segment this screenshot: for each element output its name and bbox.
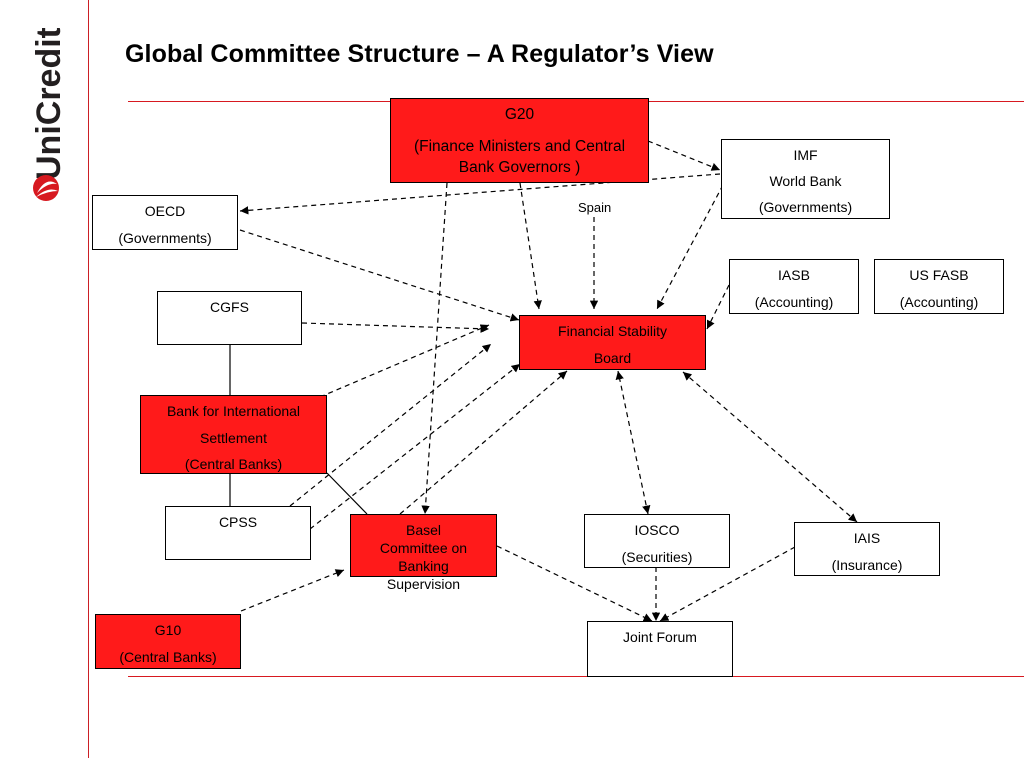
node-imf-line2: World Bank [769,173,842,189]
arrow-cpss-fsb [289,343,492,507]
node-cgfs: CGFS [157,291,302,345]
arrow-iasb-fsb [706,284,730,330]
arrow-g20-fsb [519,182,542,310]
node-fsb: Financial Stability Board [519,315,706,370]
node-basel-line4: Supervision [386,576,461,592]
logo-emblem-icon [33,175,59,201]
node-fsb-line2: Board [593,349,632,366]
node-basel: Basel Committee on Banking Supervision [350,514,497,592]
node-oecd-line2: (Governments) [118,229,212,246]
node-basel-line3: Banking [398,558,449,574]
node-g20-title: G20 [504,106,535,123]
node-g20: G20 (Finance Ministers and Central Bank … [390,98,649,183]
node-imf-line3: (Governments) [758,199,853,215]
node-g20-line2: (Finance Ministers and Central [413,138,626,155]
spain-label: Spain [578,200,612,215]
node-iais: IAIS (Insurance) [794,522,940,576]
node-oecd-title: OECD [144,203,186,219]
node-g20-spacer [391,125,648,136]
arrow-iais-fsb [682,371,858,523]
node-iosco-line2: (Securities) [621,548,693,565]
node-iosco: IOSCO (Securities) [584,514,730,568]
node-iais-title: IAIS [853,530,881,546]
node-bis-line2: Settlement [200,429,267,446]
arrow-cgfs-fsb [301,322,490,333]
node-basel-line2: Committee on [379,540,468,556]
arrow-iosco-fsb [615,370,651,515]
node-cpss: CPSS [165,506,311,560]
node-joint-forum: Joint Forum [587,621,733,677]
arrow-basel-fsb [399,370,568,515]
node-iosco-title: IOSCO [634,522,680,538]
node-usfasb-title: US FASB [909,267,969,283]
node-bis-title: Bank for International [166,403,301,419]
arrow-g20-basel [421,182,448,515]
node-g10-title: G10 [154,622,182,638]
node-iasb-title: IASB [778,267,810,283]
node-oecd: OECD (Governments) [92,195,238,250]
node-iais-line2: (Insurance) [831,556,903,573]
arrow-oecd-fsb [239,229,520,322]
arrow-cpss-fsb-2 [309,363,521,530]
arrow-basel-jointforum [496,545,653,622]
arrow-g10-basel [240,569,345,612]
unicredit-logo: UniCredit [4,27,84,208]
node-joint-forum-title: Joint Forum [623,629,697,645]
node-g20-line3: Bank Governors ) [458,159,581,176]
node-cpss-title: CPSS [218,514,258,530]
node-bis-line3: (Central Banks) [184,456,283,472]
arrow-g20-imf [647,140,721,171]
node-imf: IMF World Bank (Governments) [721,139,890,219]
logo-wordmark: UniCredit [30,28,68,180]
node-fsb-title: Financial Stability [558,323,667,339]
bottom-rule [128,676,1024,677]
left-rule [88,0,89,758]
slide-title: Global Committee Structure – A Regulator… [125,40,714,68]
arrow-bis-fsb [319,324,490,398]
node-g10: G10 (Central Banks) [95,614,241,669]
node-basel-title: Basel [405,522,442,538]
link-bis-basel [326,472,368,515]
node-g10-line2: (Central Banks) [119,648,217,665]
node-usfasb-line2: (Accounting) [899,293,979,310]
node-usfasb: US FASB (Accounting) [874,259,1004,314]
node-bis: Bank for International Settlement (Centr… [140,395,327,474]
node-iasb-line2: (Accounting) [754,293,834,310]
node-imf-title: IMF [793,147,818,163]
arrow-imf-fsb [656,184,724,310]
arrow-iais-jointforum [659,546,796,622]
node-cgfs-title: CGFS [210,299,249,315]
node-iasb: IASB (Accounting) [729,259,859,314]
